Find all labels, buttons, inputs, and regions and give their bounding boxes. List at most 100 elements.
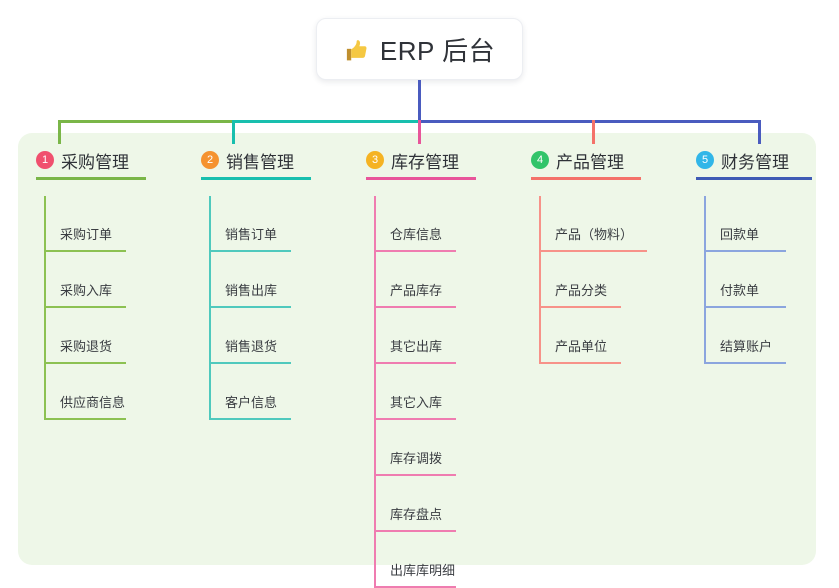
menu-item-label: 付款单 (720, 283, 760, 298)
menu-item[interactable]: 库存调拨 (366, 420, 531, 476)
menu-item-underline (44, 306, 126, 308)
column-header[interactable]: 2 销售管理 (201, 140, 366, 180)
connector-drop-4 (592, 120, 595, 144)
menu-item-label: 客户信息 (225, 395, 278, 410)
menu-item[interactable]: 采购订单 (36, 196, 201, 252)
menu-item[interactable]: 产品（物料） (531, 196, 696, 252)
menu-item[interactable]: 产品库存 (366, 252, 531, 308)
column-spine (209, 196, 211, 420)
menu-item-label: 产品分类 (555, 283, 608, 298)
menu-item[interactable]: 销售订单 (201, 196, 366, 252)
menu-item[interactable]: 其它入库 (366, 364, 531, 420)
menu-item-label: 库存盘点 (390, 507, 443, 522)
menu-item-label: 库存调拨 (390, 451, 443, 466)
menu-item-underline (209, 418, 291, 420)
menu-item-underline (209, 250, 291, 252)
menu-item-underline (539, 250, 647, 252)
column-item-list: 回款单付款单结算账户 (696, 196, 836, 364)
column-header[interactable]: 1 采购管理 (36, 140, 201, 180)
menu-item-label: 销售退货 (225, 339, 278, 354)
menu-item[interactable]: 产品分类 (531, 252, 696, 308)
menu-item-label: 采购入库 (60, 283, 113, 298)
menu-item[interactable]: 仓库信息 (366, 196, 531, 252)
menu-item-label: 其它入库 (390, 395, 443, 410)
menu-item-underline (539, 362, 621, 364)
column-header-underline (36, 177, 146, 180)
column-header[interactable]: 5 财务管理 (696, 140, 836, 180)
menu-item[interactable]: 销售退货 (201, 308, 366, 364)
menu-item-underline (374, 530, 456, 532)
menu-item[interactable]: 销售出库 (201, 252, 366, 308)
menu-item[interactable]: 库存盘点 (366, 476, 531, 532)
menu-item-underline (209, 362, 291, 364)
connector-drop-3 (418, 120, 421, 144)
menu-item[interactable]: 客户信息 (201, 364, 366, 420)
menu-item[interactable]: 供应商信息 (36, 364, 201, 420)
column-number-badge: 3 (366, 151, 384, 169)
column-number-badge: 1 (36, 151, 54, 169)
column-number-badge: 5 (696, 151, 714, 169)
root-node[interactable]: ERP 后台 (316, 18, 523, 80)
menu-item[interactable]: 回款单 (696, 196, 836, 252)
menu-item-label: 销售订单 (225, 227, 278, 242)
column-title: 财务管理 (721, 152, 789, 172)
menu-item-label: 产品（物料） (555, 227, 634, 242)
connector-bus-teal (233, 120, 418, 123)
menu-item-underline (539, 306, 621, 308)
diagram-panel (18, 133, 816, 565)
column-header-underline (696, 177, 812, 180)
menu-item-label: 产品单位 (555, 339, 608, 354)
connector-drop-1 (58, 120, 61, 144)
menu-item[interactable]: 其它出库 (366, 308, 531, 364)
column-header-underline (531, 177, 641, 180)
column-number-badge: 2 (201, 151, 219, 169)
column-title: 库存管理 (391, 152, 459, 172)
menu-item-underline (374, 250, 456, 252)
column-header[interactable]: 3 库存管理 (366, 140, 531, 180)
menu-item[interactable]: 付款单 (696, 252, 836, 308)
menu-item[interactable]: 采购退货 (36, 308, 201, 364)
column-spine (539, 196, 541, 364)
column-inventory: 3 库存管理仓库信息产品库存其它出库其它入库库存调拨库存盘点出库库明细 (366, 140, 531, 588)
menu-item-label: 回款单 (720, 227, 760, 242)
menu-item-label: 销售出库 (225, 283, 278, 298)
column-finance: 5 财务管理回款单付款单结算账户 (696, 140, 836, 364)
thumbs-up-icon (344, 38, 370, 64)
column-title: 销售管理 (226, 152, 294, 172)
menu-item[interactable]: 产品单位 (531, 308, 696, 364)
menu-item-label: 其它出库 (390, 339, 443, 354)
column-spine (44, 196, 46, 420)
connector-bus-green (58, 120, 233, 123)
menu-item-label: 结算账户 (720, 339, 773, 354)
menu-item[interactable]: 出库库明细 (366, 532, 531, 588)
column-header-underline (201, 177, 311, 180)
menu-item-underline (44, 418, 126, 420)
column-header-underline (366, 177, 476, 180)
column-purchasing: 1 采购管理采购订单采购入库采购退货供应商信息 (36, 140, 201, 420)
connector-drop-2 (232, 120, 235, 144)
column-sales: 2 销售管理销售订单销售出库销售退货客户信息 (201, 140, 366, 420)
menu-item-label: 产品库存 (390, 283, 443, 298)
menu-item[interactable]: 采购入库 (36, 252, 201, 308)
menu-item-label: 采购订单 (60, 227, 113, 242)
menu-item-underline (374, 306, 456, 308)
column-title: 采购管理 (61, 152, 129, 172)
menu-item-underline (704, 362, 786, 364)
menu-item-label: 供应商信息 (60, 395, 126, 410)
column-item-list: 销售订单销售出库销售退货客户信息 (201, 196, 366, 420)
menu-item-label: 仓库信息 (390, 227, 443, 242)
column-number-badge: 4 (531, 151, 549, 169)
menu-item-underline (704, 306, 786, 308)
menu-item-underline (374, 474, 456, 476)
menu-item-underline (374, 586, 456, 588)
menu-item-underline (704, 250, 786, 252)
connector-root-stem (418, 80, 421, 122)
menu-item-label: 出库库明细 (390, 563, 456, 578)
menu-item[interactable]: 结算账户 (696, 308, 836, 364)
menu-item-label: 采购退货 (60, 339, 113, 354)
menu-item-underline (44, 250, 126, 252)
menu-item-underline (44, 362, 126, 364)
menu-item-underline (374, 362, 456, 364)
